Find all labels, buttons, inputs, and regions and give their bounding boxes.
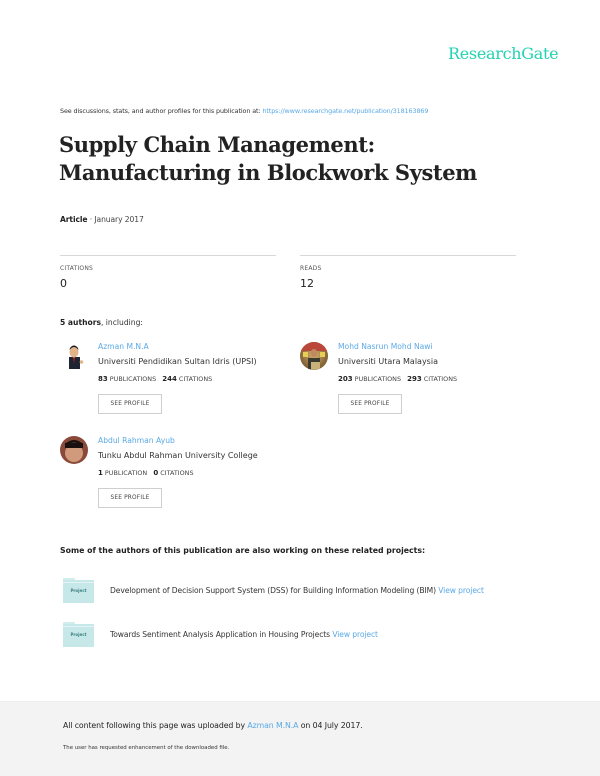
related-projects-heading: Some of the authors of this publication … (60, 546, 426, 555)
citations-count: 293 (407, 375, 422, 383)
uploader-link[interactable]: Azman M.N.A (247, 721, 299, 730)
project-folder-icon: Project (63, 622, 94, 647)
publication-date: January 2017 (94, 215, 144, 224)
project-title-text: Towards Sentiment Analysis Application i… (110, 630, 333, 639)
author-card: Abdul Rahman Ayub Tunku Abdul Rahman Uni… (60, 436, 300, 511)
caricature-avatar-icon (69, 345, 84, 369)
author-institution: Tunku Abdul Rahman University College (98, 451, 258, 460)
author-name-link[interactable]: Abdul Rahman Ayub (98, 436, 175, 445)
discussion-line: See discussions, stats, and author profi… (60, 107, 428, 115)
footer: All content following this page was uplo… (0, 701, 600, 776)
reads-value: 12 (300, 277, 314, 290)
see-profile-button[interactable]: SEE PROFILE (98, 394, 162, 414)
authors-count: 5 authors (60, 318, 101, 327)
author-stats: 83 PUBLICATIONS 244 CITATIONS (98, 375, 212, 383)
publication-url-link[interactable]: https://www.researchgate.net/publication… (262, 107, 429, 115)
reads-divider (300, 255, 516, 256)
view-project-link[interactable]: View project (332, 630, 378, 639)
project-folder-icon: Project (63, 578, 94, 603)
avatar[interactable] (60, 436, 88, 464)
citations-value: 0 (60, 277, 67, 290)
author-name-link[interactable]: Azman M.N.A (98, 342, 149, 351)
authors-heading: 5 authors, including: (60, 318, 143, 327)
author-card: Mohd Nasrun Mohd Nawi Universiti Utara M… (300, 342, 540, 417)
author-card: Azman M.N.A Universiti Pendidikan Sultan… (60, 342, 300, 417)
project-title: Development of Decision Support System (… (110, 586, 484, 595)
citations-count: 0 (153, 469, 159, 477)
authors-suffix: , including: (100, 318, 143, 327)
publication-type: Article (60, 215, 88, 224)
author-institution: Universiti Pendidikan Sultan Idris (UPSI… (98, 357, 257, 366)
person-photo-icon (65, 440, 83, 462)
avatar[interactable] (300, 342, 328, 370)
publications-label: PUBLICATIONS (107, 375, 163, 383)
publications-count: 83 (98, 375, 108, 383)
author-stats: 203 PUBLICATIONS 293 CITATIONS (338, 375, 457, 383)
reads-label: READS (300, 265, 322, 272)
citations-label: CITATIONS (176, 375, 213, 383)
publications-label: PUBLICATIONS (352, 375, 408, 383)
view-project-link[interactable]: View project (438, 586, 484, 595)
publication-meta: Article · January 2017 (60, 215, 144, 224)
project-title-text: Development of Decision Support System (… (110, 586, 439, 595)
citations-label: CITATIONS (421, 375, 458, 383)
see-profile-button[interactable]: SEE PROFILE (338, 394, 402, 414)
discussion-text: See discussions, stats, and author profi… (60, 107, 263, 115)
citations-divider (60, 255, 276, 256)
upload-suffix: on 04 July 2017. (298, 721, 363, 730)
see-profile-button[interactable]: SEE PROFILE (98, 488, 162, 508)
publication-title: Supply Chain Management: Manufacturing i… (59, 132, 477, 185)
publications-count: 203 (338, 375, 353, 383)
citations-label: CITATIONS (60, 265, 94, 272)
upload-info: All content following this page was uplo… (63, 721, 363, 730)
citations-count: 244 (162, 375, 177, 383)
person-photo-icon (300, 342, 328, 370)
meta-separator: · (87, 215, 95, 224)
project-icon-label: Project (70, 632, 87, 637)
publications-count: 1 (98, 469, 103, 477)
author-name-link[interactable]: Mohd Nasrun Mohd Nawi (338, 342, 433, 351)
avatar[interactable] (60, 342, 88, 370)
author-stats: 1 PUBLICATION 0 CITATIONS (98, 469, 194, 477)
author-institution: Universiti Utara Malaysia (338, 357, 438, 366)
publications-label: PUBLICATION (102, 469, 154, 477)
project-item: Project Development of Decision Support … (60, 578, 560, 604)
upload-prefix: All content following this page was uplo… (63, 721, 248, 730)
project-item: Project Towards Sentiment Analysis Appli… (60, 622, 560, 648)
project-title: Towards Sentiment Analysis Application i… (110, 630, 378, 639)
researchgate-logo[interactable]: ResearchGate (448, 44, 559, 63)
enhancement-note: The user has requested enhancement of th… (63, 745, 230, 751)
citations-label: CITATIONS (158, 469, 194, 477)
project-icon-label: Project (70, 588, 87, 593)
